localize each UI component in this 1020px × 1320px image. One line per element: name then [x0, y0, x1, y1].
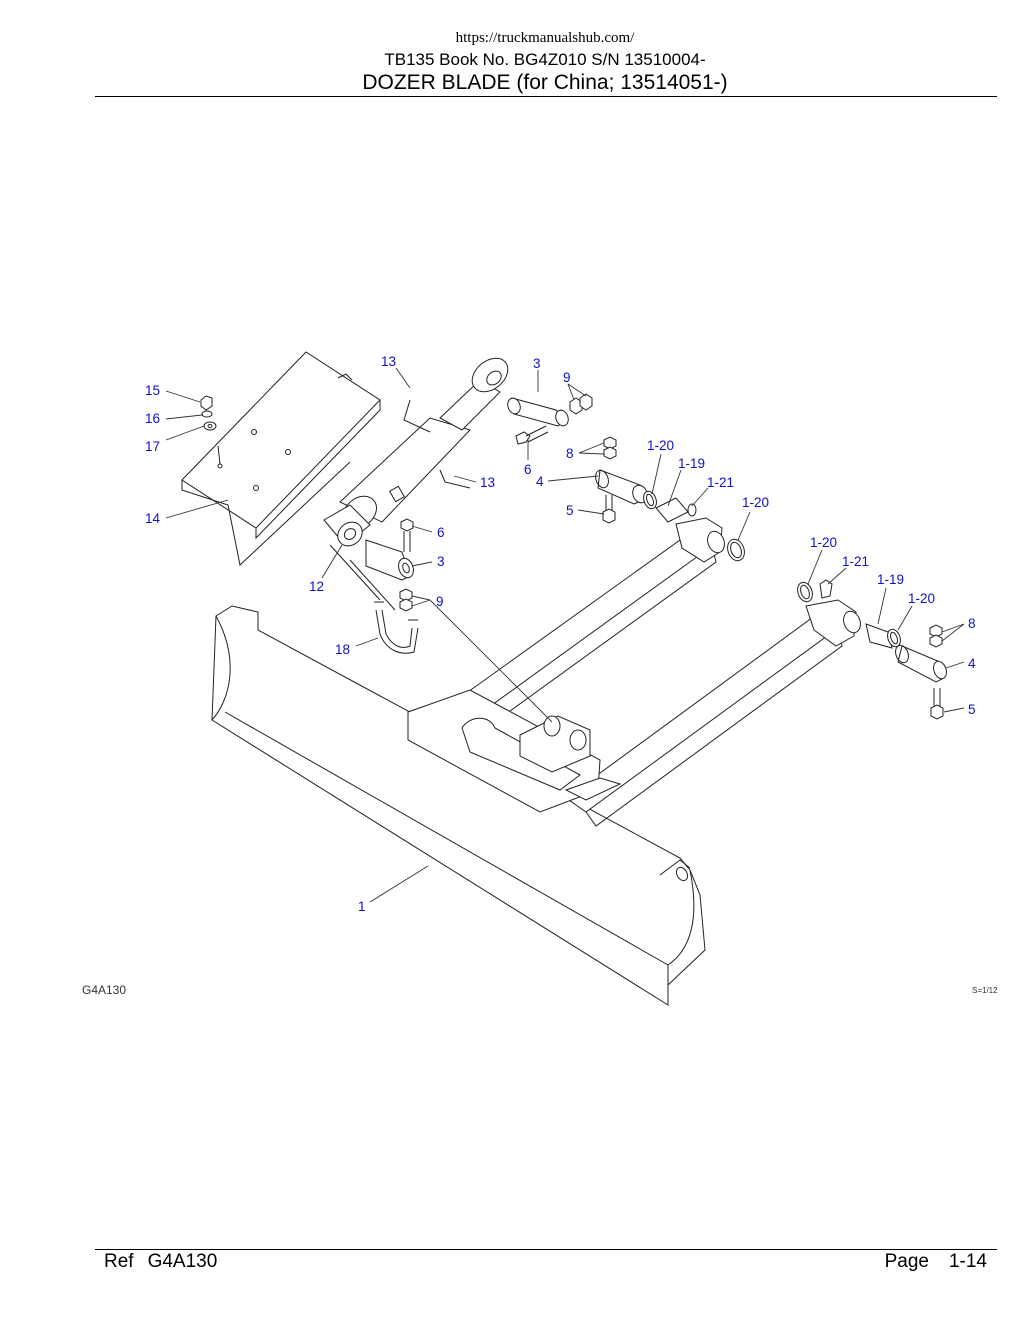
- page-title: DOZER BLADE (for China; 13514051-): [362, 71, 728, 94]
- callout-3b: 3: [437, 554, 445, 569]
- callout-1-20a: 1-20: [647, 438, 674, 453]
- callout-labels: 13 3 9 15 16 17 8 1-20 1-19 6 13 4 1-21 …: [145, 354, 976, 914]
- callout-9a: 9: [563, 370, 571, 385]
- callout-15: 15: [145, 383, 160, 398]
- leader-lines: [165, 367, 965, 903]
- callout-5b: 5: [968, 702, 976, 717]
- callout-1-19a: 1-19: [678, 456, 705, 471]
- figure-code: G4A130: [82, 983, 127, 997]
- callout-14: 14: [145, 511, 161, 526]
- callout-8a: 8: [566, 446, 574, 461]
- lift-cylinder: [323, 357, 509, 547]
- callout-5a: 5: [566, 503, 574, 518]
- callout-13a: 13: [381, 354, 396, 369]
- guard-hardware: [200, 395, 217, 431]
- ref-label: Ref: [104, 1251, 134, 1272]
- footer-rule: [95, 1249, 997, 1250]
- callout-3a: 3: [533, 356, 541, 371]
- page-label: Page: [884, 1251, 929, 1272]
- footer-page: Page 1-14: [885, 1251, 987, 1273]
- callout-1: 1: [358, 899, 366, 914]
- ref-value: G4A130: [147, 1251, 218, 1272]
- pins-and-bolts: [329, 393, 947, 720]
- header-rule: [95, 96, 997, 97]
- callout-1-20d: 1-20: [908, 591, 935, 606]
- callout-9b: 9: [436, 594, 444, 609]
- page-number: 1-14: [948, 1251, 987, 1272]
- guard-plate: [181, 351, 381, 566]
- callout-1-20b: 1-20: [742, 495, 769, 510]
- callout-1-21a: 1-21: [707, 475, 734, 490]
- callout-17: 17: [145, 439, 160, 454]
- callout-4a: 4: [536, 474, 544, 489]
- callout-16: 16: [145, 411, 160, 426]
- callout-1-19b: 1-19: [877, 572, 904, 587]
- dozer-blade: [211, 605, 706, 1006]
- figure-scale: S=1/12: [972, 986, 998, 995]
- callout-4b: 4: [968, 656, 976, 671]
- callout-6a: 6: [524, 462, 532, 477]
- callout-13b: 13: [480, 475, 495, 490]
- source-url[interactable]: https://truckmanualshub.com/: [455, 30, 635, 46]
- callout-6b: 6: [437, 525, 445, 540]
- callout-1-20c: 1-20: [810, 535, 837, 550]
- callout-8b: 8: [968, 616, 976, 631]
- blade-frame: [407, 517, 861, 827]
- footer-ref: Ref G4A130: [104, 1251, 217, 1273]
- book-number-line: TB135 Book No. BG4Z010 S/N 13510004-: [384, 50, 706, 69]
- callout-12: 12: [309, 579, 324, 594]
- callout-18: 18: [335, 642, 350, 657]
- callout-1-21b: 1-21: [842, 554, 869, 569]
